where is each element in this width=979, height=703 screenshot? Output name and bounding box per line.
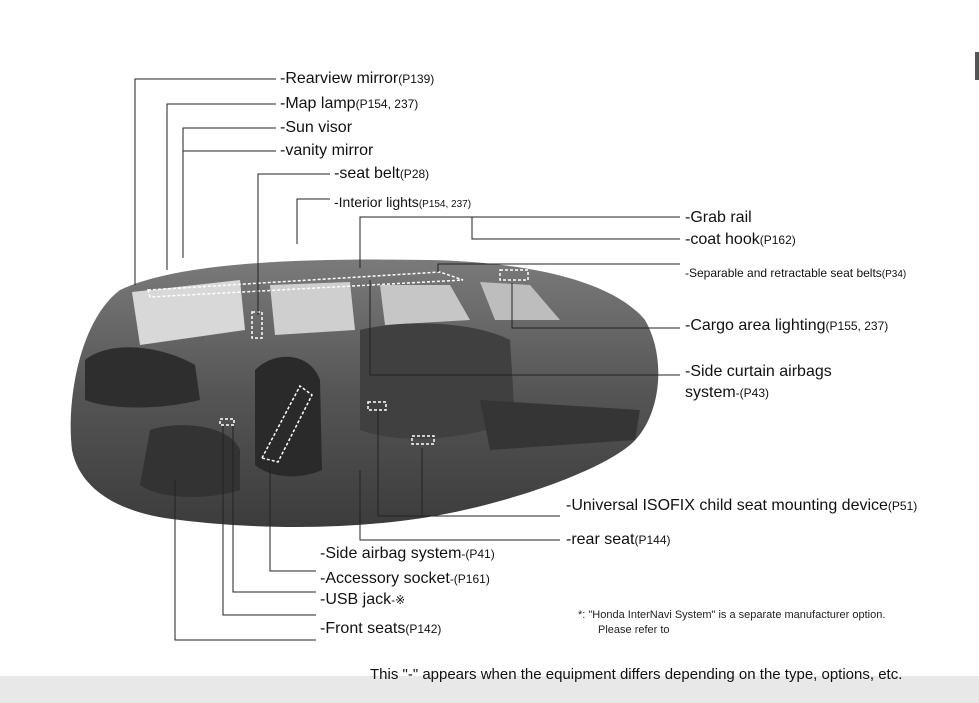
label-rear-seat: -rear seat(P144) — [566, 531, 671, 549]
label-separable-belts-page: (P34) — [881, 269, 907, 280]
label-rear-seat-page: (P144) — [634, 533, 671, 547]
label-interior-lights-name: -Interior lights — [334, 194, 419, 210]
label-sun-visor: -Sun visor — [280, 119, 352, 137]
label-side-airbag-page: -(P41) — [461, 547, 495, 561]
rear-window — [380, 285, 470, 325]
label-accessory-socket-page: -(P161) — [449, 572, 490, 586]
label-cargo-lighting-page: (P155, 237) — [825, 319, 889, 333]
label-separable-belts: -Separable and retractable seat belts(P3… — [685, 264, 906, 284]
footer-bar — [0, 676, 979, 703]
label-isofix-page: (P51) — [887, 499, 918, 513]
label-grab-rail: -Grab rail — [685, 209, 752, 227]
label-isofix-name: -Universal ISOFIX child seat mounting de… — [566, 497, 888, 514]
footnote: *: "Honda InterNavi System" is a separat… — [578, 608, 885, 638]
label-coat-hook: -coat hook(P162) — [685, 231, 796, 249]
label-front-seats-page: (P142) — [405, 622, 442, 636]
label-side-airbag: -Side airbag system-(P41) — [320, 545, 495, 563]
label-side-curtain: -Side curtain airbags system-(P43) — [685, 361, 832, 404]
front-seat-shape — [255, 356, 322, 477]
cargo-floor — [480, 400, 640, 450]
label-separable-belts-name: -Separable and retractable seat belts — [685, 266, 882, 280]
label-rear-seat-name: -rear seat — [566, 531, 635, 548]
dashboard — [85, 347, 200, 408]
label-seat-belt-name: -seat belt — [334, 165, 400, 182]
footer-note: This "-" appears when the equipment diff… — [370, 666, 903, 683]
driver-seat-shape — [140, 425, 240, 497]
label-rearview-mirror: -Rearview mirror(P139) — [280, 70, 434, 88]
label-vanity-mirror: -vanity mirror — [280, 142, 373, 160]
label-cargo-lighting-name: -Cargo area lighting — [685, 317, 826, 334]
label-seat-belt-page: (P28) — [399, 167, 430, 181]
label-side-curtain-page: -(P43) — [735, 386, 770, 400]
cargo-window — [480, 282, 560, 320]
footnote-line1: *: "Honda InterNavi System" is a separat… — [578, 609, 886, 621]
label-front-seats: -Front seats(P142) — [320, 620, 441, 638]
label-isofix: -Universal ISOFIX child seat mounting de… — [566, 497, 917, 515]
label-seat-belt: -seat belt(P28) — [334, 165, 429, 183]
label-map-lamp: -Map lamp(P154, 237) — [280, 95, 418, 113]
label-interior-lights: -Interior lights(P154, 237) — [334, 193, 471, 214]
label-cargo-lighting: -Cargo area lighting(P155, 237) — [685, 317, 888, 335]
scrollbar-thumb[interactable] — [975, 52, 979, 80]
label-map-lamp-name: -Map lamp — [280, 95, 356, 112]
label-rearview-mirror-name: -Rearview mirror — [280, 70, 399, 87]
label-usb-jack: -USB jack-※ — [320, 591, 405, 609]
label-coat-hook-page: (P162) — [759, 233, 796, 247]
label-vanity-mirror-name: -vanity mirror — [280, 142, 374, 159]
label-usb-jack-name: -USB jack — [320, 591, 392, 608]
label-side-curtain-name2: system — [685, 384, 736, 401]
footnote-line2: Please refer to — [598, 624, 670, 636]
label-map-lamp-page: (P154, 237) — [355, 97, 419, 111]
label-accessory-socket-name: -Accessory socket — [320, 570, 450, 587]
label-coat-hook-name: -coat hook — [685, 231, 760, 248]
label-interior-lights-page: (P154, 237) — [418, 199, 472, 210]
front-window — [270, 282, 355, 335]
label-usb-jack-page: -※ — [391, 593, 406, 607]
label-side-curtain-name: -Side curtain airbags — [685, 363, 832, 380]
rear-seat-shape — [360, 323, 515, 439]
label-side-airbag-name: -Side airbag system — [320, 545, 462, 562]
label-grab-rail-name: -Grab rail — [685, 209, 752, 226]
label-sun-visor-name: -Sun visor — [280, 119, 353, 136]
label-rearview-mirror-page: (P139) — [398, 72, 435, 86]
label-accessory-socket: -Accessory socket-(P161) — [320, 570, 490, 588]
label-front-seats-name: -Front seats — [320, 620, 406, 637]
